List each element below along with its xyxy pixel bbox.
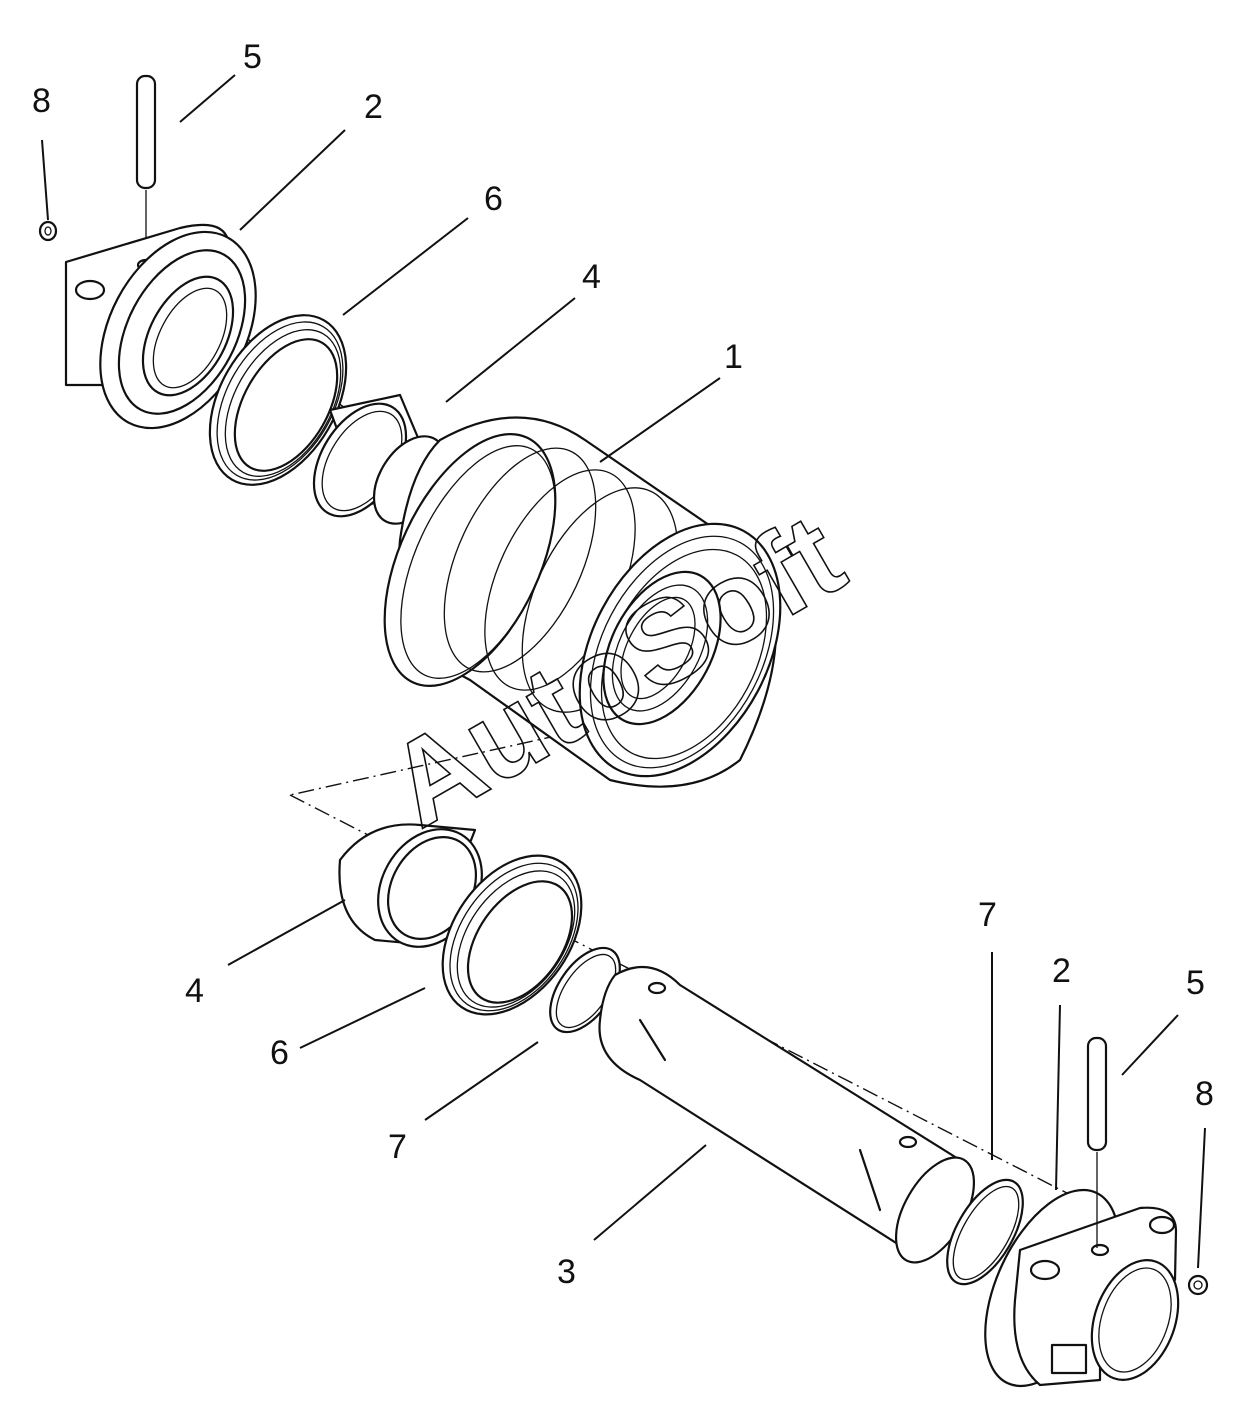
callout-7-bottom: 7 xyxy=(388,1128,407,1166)
callouts: 8 5 2 6 4 1 4 6 7 3 7 2 5 8 xyxy=(32,38,1214,1291)
callout-4-bottom: 4 xyxy=(185,972,204,1010)
callout-3: 3 xyxy=(557,1253,576,1291)
callout-8-top: 8 xyxy=(32,82,51,120)
seal-bottom xyxy=(441,854,583,1016)
seal-top xyxy=(208,314,348,486)
callout-5-top: 5 xyxy=(243,38,262,76)
shaft xyxy=(598,965,976,1264)
o-ring-right xyxy=(946,1178,1024,1286)
leader-lines xyxy=(41,74,1206,1269)
fitting-top xyxy=(38,220,58,242)
bracket-top xyxy=(64,223,257,430)
pin-bottom xyxy=(1086,1036,1108,1248)
pin-top xyxy=(135,74,157,262)
bracket-bottom xyxy=(984,1188,1180,1388)
callout-7-right: 7 xyxy=(978,896,997,934)
callout-2-top: 2 xyxy=(364,88,383,126)
callout-4-top: 4 xyxy=(582,258,601,296)
callout-1: 1 xyxy=(724,338,743,376)
callout-8-bottom: 8 xyxy=(1195,1075,1214,1113)
callout-6-bottom: 6 xyxy=(270,1034,289,1072)
callout-5-bottom: 5 xyxy=(1186,964,1205,1002)
callout-2-bottom: 2 xyxy=(1052,952,1071,990)
track-roller xyxy=(383,416,782,788)
callout-6-top: 6 xyxy=(484,180,503,218)
fitting-bottom xyxy=(1187,1274,1209,1296)
